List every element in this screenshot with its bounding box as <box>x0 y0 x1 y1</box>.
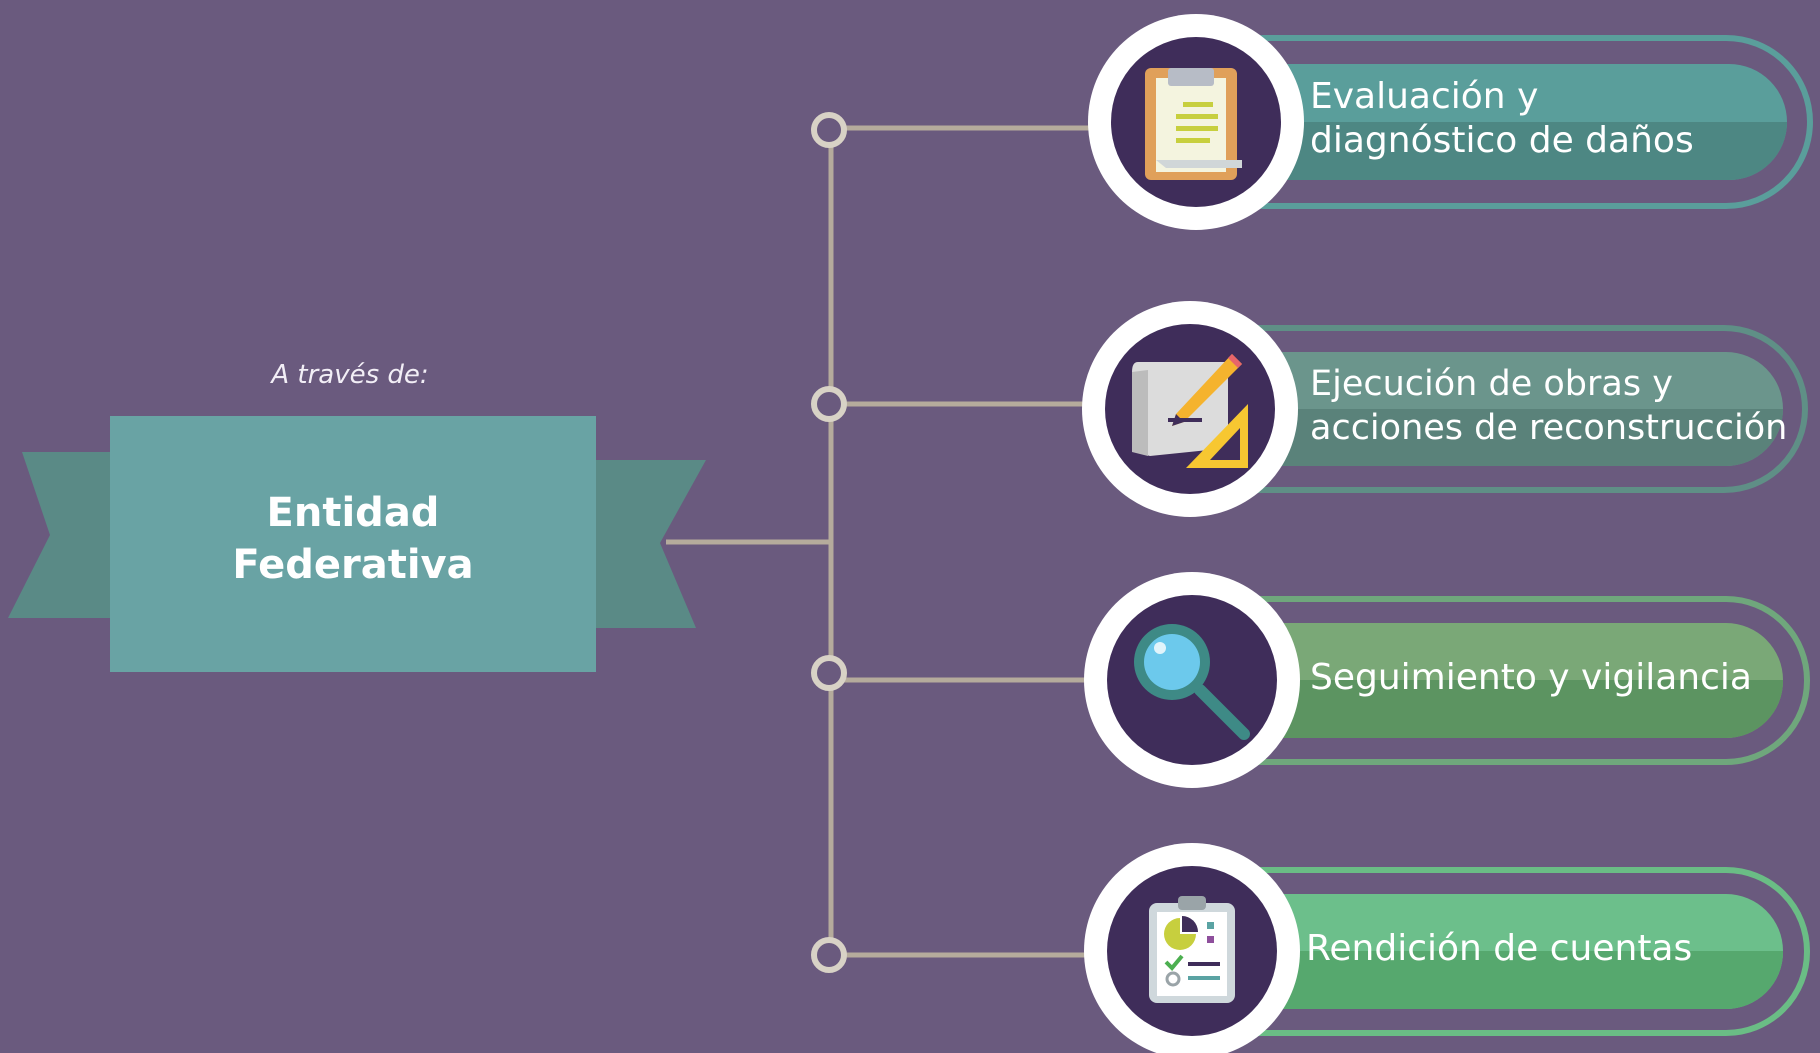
entity-title: Entidad Federativa <box>110 487 596 591</box>
connector-node <box>811 112 847 148</box>
connector-node <box>811 655 847 691</box>
connector-node <box>811 937 847 973</box>
item-label-line: Ejecución de obras y <box>1310 364 1673 404</box>
entity-ribbon <box>8 416 706 672</box>
item-label-line: Evaluación y <box>1310 76 1539 117</box>
entity-title-line2: Federativa <box>232 542 474 588</box>
clipboard-document-icon <box>1145 68 1242 180</box>
item-label-line: acciones de reconstrucción <box>1310 408 1788 448</box>
item-label-rendicion: Rendición de cuentas <box>1306 927 1692 971</box>
magnifying-glass-icon <box>1134 624 1250 740</box>
item-label-line: Rendición de cuentas <box>1306 928 1693 969</box>
item-rendicion <box>1084 843 1810 1053</box>
item-seguimiento <box>1084 572 1810 788</box>
item-label-line: diagnóstico de daños <box>1310 120 1694 161</box>
intro-text: A través de: <box>271 360 429 390</box>
entity-title-line1: Entidad <box>266 490 440 536</box>
item-label-ejecucion: Ejecución de obras y acciones de reconst… <box>1310 362 1787 450</box>
item-label-seguimiento: Seguimiento y vigilancia <box>1310 656 1752 700</box>
item-label-evaluacion: Evaluación y diagnóstico de daños <box>1310 75 1694 163</box>
connector-lines <box>666 125 1095 958</box>
item-evaluacion <box>1088 14 1813 230</box>
checklist-chart-icon <box>1149 896 1235 1003</box>
connector-node <box>811 386 847 422</box>
connector-nodes <box>811 112 847 973</box>
blueprint-pencil-ruler-icon <box>1132 354 1248 468</box>
item-ejecucion <box>1082 301 1808 517</box>
item-label-line: Seguimiento y vigilancia <box>1310 657 1752 698</box>
